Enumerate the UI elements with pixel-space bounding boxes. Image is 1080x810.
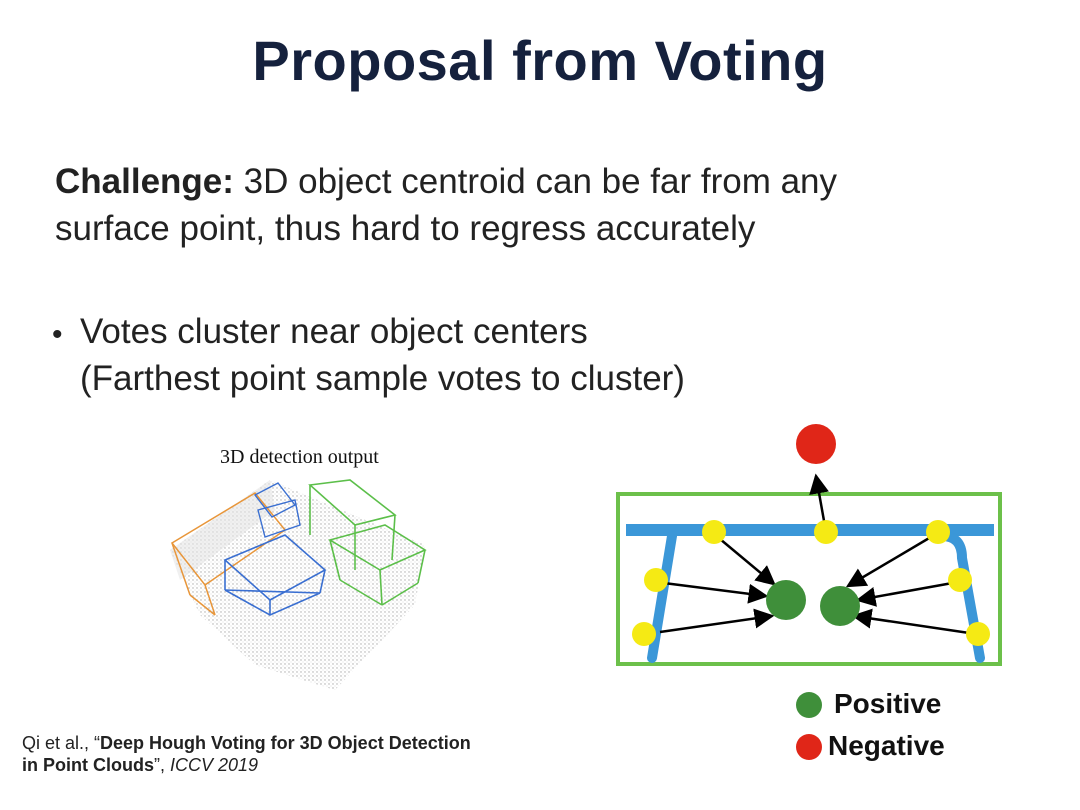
vote-arrow (851, 608, 977, 636)
legend-negative-dot (796, 734, 822, 760)
citation-title-part2: in Point Clouds (22, 755, 154, 775)
bullet-text: Votes cluster near object centers (Farth… (80, 308, 1040, 402)
vote-arrow (659, 608, 775, 634)
legend-negative-label: Negative (828, 730, 945, 761)
seed-point (948, 568, 972, 592)
citation-title-part1: Deep Hough Voting for 3D Object Detectio… (100, 733, 471, 753)
seed-point (926, 520, 950, 544)
challenge-label: Challenge: (55, 162, 234, 201)
point-cloud-room-image (170, 479, 427, 690)
positive-vote-dot (766, 580, 806, 620)
bullet-line-1: Votes cluster near object centers (80, 312, 588, 351)
seed-point (702, 520, 726, 544)
citation-venue: ICCV 2019 (170, 755, 259, 775)
vote-arrow (855, 580, 959, 607)
vote-arrow (713, 533, 776, 586)
citation-authors: Qi et al., “ (22, 733, 101, 753)
legend-positive-dot (796, 692, 822, 718)
legend-positive-label: Positive (834, 688, 942, 719)
room-wall-left (170, 480, 275, 580)
bullet-line-2: (Farthest point sample votes to cluster) (80, 359, 685, 398)
challenge-line-1: 3D object centroid can be far from any (243, 162, 838, 201)
seed-point (632, 622, 656, 646)
voting-diagram (616, 424, 1002, 666)
bbox-blue-1-bottom (224, 589, 321, 616)
object-frame (616, 492, 1002, 666)
seed-point (814, 520, 838, 544)
challenge-line-2: surface point, thus hard to regress accu… (55, 209, 756, 248)
citation-close-quote: ”, (154, 755, 170, 775)
bbox-blue-3 (257, 499, 301, 538)
figure-caption: 3D detection output (220, 446, 379, 468)
vote-arrow (655, 580, 769, 604)
citation: Qi et al., “Deep Hough Voting for 3D Obj… (22, 732, 471, 776)
challenge-text: Challenge: 3D object centroid can be far… (55, 158, 1055, 252)
bbox-blue-2 (253, 482, 297, 518)
slide-title: Proposal from Voting (252, 29, 828, 92)
vote-arrow (845, 532, 937, 588)
seed-point (644, 568, 668, 592)
seed-point (966, 622, 990, 646)
bullet-marker: • (52, 318, 63, 351)
positive-vote-dot (820, 586, 860, 626)
negative-vote-dot (796, 424, 836, 464)
table-leg-left (647, 531, 677, 663)
